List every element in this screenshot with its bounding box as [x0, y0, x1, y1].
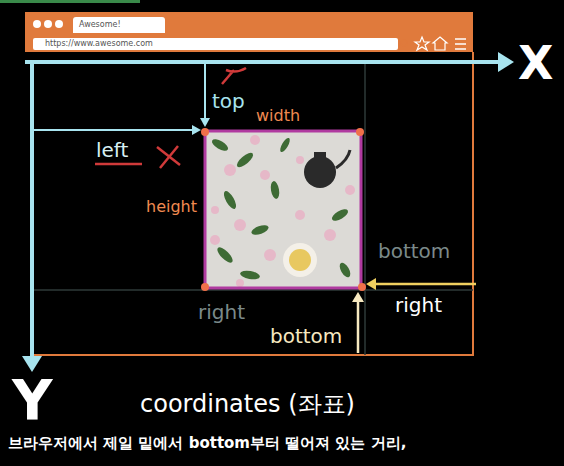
right-grey-label: right [198, 302, 245, 322]
bottom-grey-label: bottom [378, 241, 450, 261]
coordinates-label: coordinates (좌표) [140, 392, 355, 416]
left-label: left [96, 140, 128, 160]
tab-title: Awesome! [79, 21, 121, 29]
bottom-label: bottom [270, 326, 342, 346]
url-text: https://www.awesome.com [45, 40, 153, 48]
height-label: height [146, 199, 197, 215]
axis-y: Y [12, 372, 53, 428]
axis-x: X [518, 40, 553, 86]
browser-tab: Awesome! [73, 17, 165, 33]
width-label: width [256, 108, 300, 124]
right-label: right [395, 295, 442, 315]
subtitle-caption: 브라우저에서 제일 밑에서 bottom부터 떨어져 있는 거리, [8, 436, 406, 451]
top-label: top [212, 91, 245, 111]
url-bar: https://www.awesome.com [33, 38, 398, 50]
